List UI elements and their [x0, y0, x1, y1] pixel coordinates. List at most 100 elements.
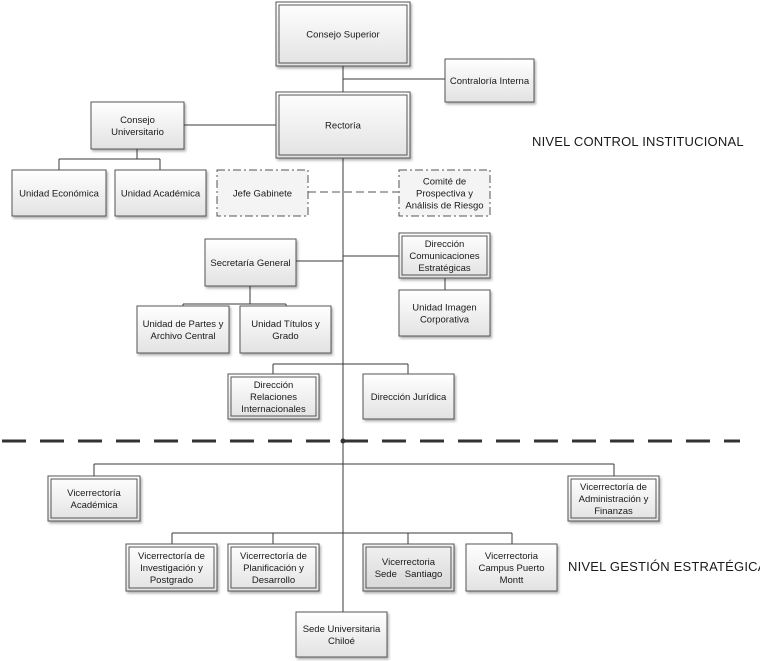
box-label-line: Universitario [111, 127, 164, 138]
box-frame [444, 58, 535, 103]
box-label-line: Montt [500, 575, 524, 586]
box-inner-frame [278, 4, 408, 64]
level-label-gestion: NIVEL GESTIÓN ESTRATÉGICA [568, 559, 760, 574]
org-box-dir-juridica: Dirección Jurídica [362, 373, 455, 420]
box-frame [227, 543, 320, 592]
separator-junction [340, 438, 346, 444]
box-frame [11, 169, 107, 217]
box-inner-frame [230, 546, 317, 589]
box-label-line: Corporativa [420, 315, 470, 326]
box-frame [398, 232, 491, 279]
box-label-line: Chiloé [328, 636, 355, 647]
org-box-jefe-gabinete: Jefe Gabinete [216, 169, 309, 217]
box-label-line: Unidad Imagen [412, 303, 476, 314]
box-label-line: Investigación y [140, 563, 203, 574]
box-frame [567, 475, 660, 522]
box-frame [47, 475, 141, 522]
box-label-line: Contraloría Interna [450, 76, 530, 87]
box-label-line: Consejo Superior [306, 30, 379, 41]
box-inner-frame [50, 478, 138, 519]
org-box-unidad-academica: Unidad Académica [114, 169, 207, 217]
box-label-line: Vicerrectoría [67, 488, 121, 499]
box-label-line: Unidad Económica [19, 189, 99, 200]
org-box-secretaria-general: Secretaría General [204, 238, 297, 287]
box-label-line: Vicerrectoria [485, 551, 539, 562]
box-label-line: Dirección [254, 380, 294, 391]
box-inner-frame [278, 94, 408, 156]
org-box-contraloria: Contraloría Interna [444, 58, 535, 103]
box-frame [125, 543, 218, 592]
box-frame [204, 238, 297, 287]
box-label-line: Académica [71, 500, 119, 511]
box-frame [227, 373, 320, 420]
box-frame [275, 91, 411, 159]
box-label-line: Sede Universitaria [303, 624, 381, 635]
box-label-line: Relaciones [250, 392, 297, 403]
box-inner-frame [128, 546, 215, 589]
box-label-line: Postgrado [150, 575, 193, 586]
box-label-line: Sede Santiago [375, 569, 443, 580]
box-frame [90, 101, 185, 150]
org-box-unidad-economica: Unidad Económica [11, 169, 107, 217]
box-label-line: Vicerrectoría de [138, 551, 205, 562]
box-frame [398, 169, 491, 217]
box-label-line: Finanzas [594, 506, 633, 517]
box-label-line: Consejo [120, 115, 155, 126]
box-inner-frame [570, 478, 657, 519]
box-label-line: Internacionales [241, 404, 306, 415]
box-label-line: Vicerrectoría de [580, 482, 647, 493]
box-label-line: Prospectiva y [416, 189, 473, 200]
box-label-line: Dirección [425, 239, 465, 250]
box-inner-frame [365, 546, 452, 589]
box-label-line: Vicerrectoría de [240, 551, 307, 562]
box-label-line: Campus Puerto [478, 563, 544, 574]
box-label-line: Unidad Títulos y [251, 319, 320, 330]
box-label-line: Rectoría [325, 121, 362, 132]
box-label-line: Unidad de Partes y [143, 319, 224, 330]
box-label-line: Comité de [423, 177, 466, 188]
org-box-consejo-superior: Consejo Superior [275, 1, 411, 67]
box-label-line: Planificación y [243, 563, 304, 574]
box-frame [114, 169, 207, 217]
box-label-line: Análisis de Riesgo [405, 201, 483, 212]
box-label-line: Desarrollo [252, 575, 295, 586]
box-frame [362, 373, 455, 420]
box-inner-frame [401, 235, 488, 276]
box-frame [295, 611, 388, 658]
box-inner-frame [230, 376, 317, 417]
box-label-line: Dirección Jurídica [371, 392, 447, 403]
box-label-line: Administración y [579, 494, 649, 505]
box-label-line: Vicerrectoria [382, 557, 436, 568]
box-frame [275, 1, 411, 67]
box-label-line: Unidad Académica [121, 189, 201, 200]
box-label-line: Grado [272, 331, 298, 342]
box-frame [216, 169, 309, 217]
box-frame [239, 305, 332, 354]
box-frame [398, 289, 491, 337]
box-label-line: Comunicaciones [409, 251, 479, 262]
box-label-line: Archivo Central [151, 331, 216, 342]
connector-lines [58, 66, 615, 612]
box-frame [465, 543, 558, 592]
org-box-rectoria: Rectoría [275, 91, 411, 159]
box-label-line: Estratégicas [418, 263, 471, 274]
box-label-line: Secretaría General [210, 258, 290, 269]
box-frame [136, 305, 230, 354]
box-frame [362, 543, 455, 592]
box-label-line: Jefe Gabinete [233, 189, 292, 200]
